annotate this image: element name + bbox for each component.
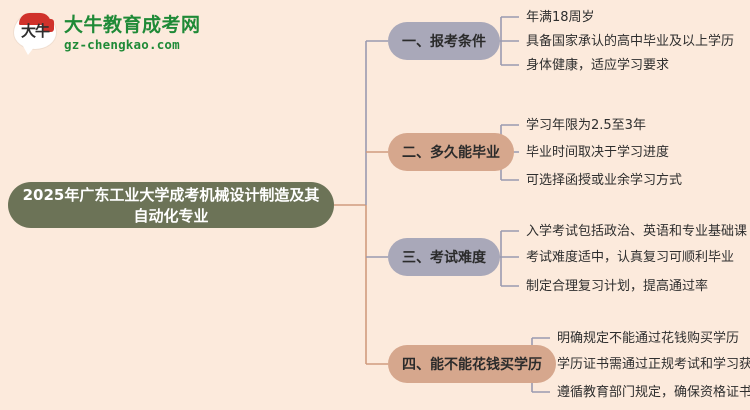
leaf-2-3: 可选择函授或业余学习方式: [526, 173, 683, 188]
brand-name: 大牛教育成考网: [64, 14, 201, 36]
leaf-1-2: 具备国家承认的高中毕业及以上学历: [526, 34, 735, 49]
leaf-3-1: 入学考试包括政治、英语和专业基础课: [526, 224, 748, 239]
logo-glyph-text: 大牛: [20, 22, 50, 40]
leaf-2-2: 毕业时间取决于学习进度: [526, 145, 670, 160]
root-node[interactable]: 2025年广东工业大学成考机械设计制造及其自动化专业: [8, 182, 334, 228]
site-logo[interactable]: 大牛 大牛教育成考网 gz-chengkao.com: [14, 8, 204, 58]
branch-node-4[interactable]: 四、能不能花钱买学历: [388, 345, 556, 383]
leaf-4-2: 学历证书需通过正规考试和学习获得: [557, 357, 750, 372]
branch-node-1[interactable]: 一、报考条件: [388, 22, 500, 60]
leaf-4-1: 明确规定不能通过花钱购买学历: [557, 331, 740, 346]
leaf-3-2: 考试难度适中，认真复习可顺利毕业: [526, 250, 735, 265]
leaf-1-3: 身体健康，适应学习要求: [526, 58, 670, 73]
leaf-2-1: 学习年限为2.5至3年: [526, 118, 646, 133]
leaf-4-3: 遵循教育部门规定，确保资格证书有效性: [557, 385, 750, 400]
leaf-3-3: 制定合理复习计划，提高通过率: [526, 279, 709, 294]
logo-bubble-icon: 大牛: [14, 11, 58, 55]
branch-node-2[interactable]: 二、多久能毕业: [388, 133, 514, 171]
leaf-1-1: 年满18周岁: [526, 10, 595, 25]
brand-domain: gz-chengkao.com: [64, 37, 180, 52]
branch-node-3[interactable]: 三、考试难度: [388, 238, 500, 276]
